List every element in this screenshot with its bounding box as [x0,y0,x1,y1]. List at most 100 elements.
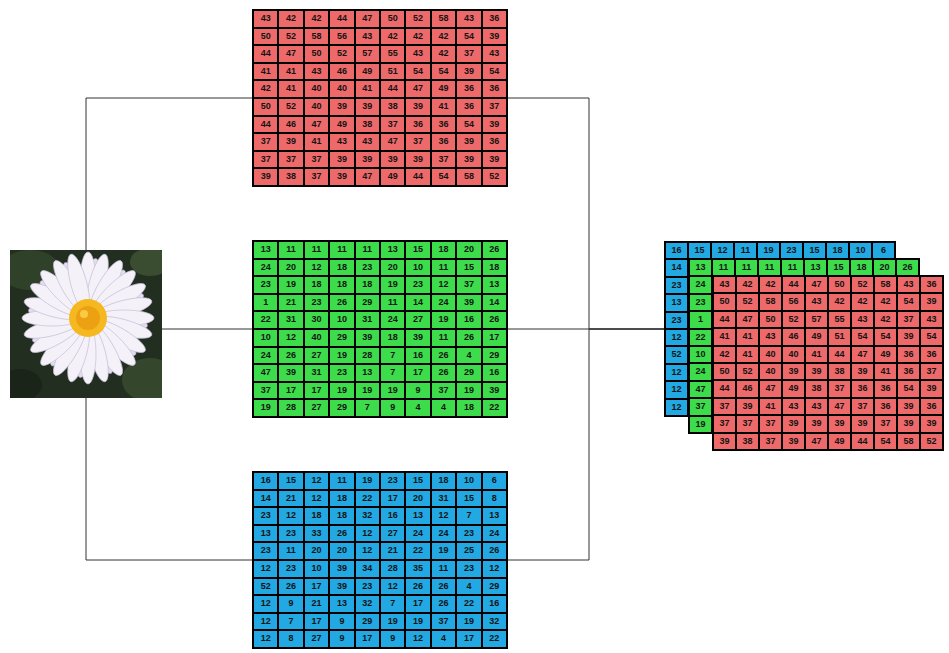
matrix-cell: 22 [355,490,380,508]
matrix-cell: 38 [278,168,303,186]
matrix-cell: 12 [380,578,405,596]
matrix-cell: 14 [665,259,688,276]
matrix-cell: 7 [380,347,405,365]
matrix-cell: 11 [380,294,405,312]
matrix-cell: 54 [920,328,943,345]
matrix-cell: 37 [713,415,736,432]
matrix-cell: 54 [456,116,481,134]
matrix-cell: 13 [355,364,380,382]
matrix-cell: 43 [805,398,828,415]
matrix-cell: 33 [304,525,329,543]
matrix-cell: 47 [278,45,303,63]
matrix-cell: 37 [759,415,782,432]
matrix-cell: 4 [431,630,456,648]
matrix-cell: 25 [456,542,481,560]
matrix-cell: 42 [874,311,897,328]
matrix-cell: 50 [304,45,329,63]
matrix-cell: 42 [304,10,329,28]
matrix-cell: 13 [329,595,354,613]
matrix-cell: 37 [759,433,782,450]
matrix-cell: 42 [759,276,782,293]
matrix-cell: 26 [278,578,303,596]
matrix-cell: 47 [851,346,874,363]
matrix-cell: 54 [431,168,456,186]
split-lines [86,98,253,560]
matrix-cell: 19 [355,382,380,400]
matrix-cell: 16 [253,472,278,490]
matrix-cell: 41 [278,80,303,98]
matrix-cell: 22 [689,329,712,346]
matrix-cell: 39 [456,151,481,169]
matrix-cell: 56 [782,293,805,310]
matrix-cell: 19 [380,613,405,631]
matrix-cell: 29 [456,364,481,382]
matrix-cell: 37 [689,398,712,415]
matrix-cell: 11 [712,259,735,276]
matrix-cell: 15 [405,472,430,490]
matrix-cell: 39 [329,151,354,169]
matrix-cell: 22 [456,595,481,613]
matrix-cell: 36 [874,380,897,397]
matrix-cell: 23 [405,276,430,294]
connector-line [508,329,664,560]
matrix-cell: 47 [355,168,380,186]
matrix-cell: 18 [482,259,507,277]
matrix-cell: 13 [482,507,507,525]
matrix-cell: 7 [456,507,481,525]
matrix-cell: 36 [431,133,456,151]
matrix-cell: 47 [304,116,329,134]
matrix-cell: 12 [355,525,380,543]
matrix-cell: 54 [897,380,920,397]
matrix-cell: 49 [355,63,380,81]
matrix-cell: 43 [253,10,278,28]
matrix-cell: 44 [253,116,278,134]
matrix-cell: 40 [304,329,329,347]
matrix-cell: 6 [872,242,895,259]
matrix-cell: 10 [329,311,354,329]
matrix-cell: 17 [304,578,329,596]
matrix-cell: 13 [482,276,507,294]
matrix-cell: 36 [456,98,481,116]
matrix-cell: 43 [713,276,736,293]
matrix-cell: 40 [759,346,782,363]
matrix-cell: 29 [482,347,507,365]
matrix-cell: 26 [278,347,303,365]
matrix-cell: 55 [828,311,851,328]
matrix-cell: 24 [431,525,456,543]
matrix-cell: 42 [278,10,303,28]
matrix-cell: 38 [355,116,380,134]
matrix-cell: 44 [405,168,430,186]
matrix-cell: 49 [431,80,456,98]
red-channel-matrix: 4342424447505258433650525856434242425439… [253,10,507,186]
matrix-cell: 12 [304,472,329,490]
matrix-cell: 39 [355,151,380,169]
matrix-cell: 19 [757,242,780,259]
matrix-cell: 9 [405,382,430,400]
matrix-cell: 11 [278,241,303,259]
matrix-cell: 36 [482,80,507,98]
matrix-cell: 41 [278,63,303,81]
matrix-cell: 12 [665,329,688,346]
matrix-cell: 21 [304,595,329,613]
matrix-cell: 27 [304,347,329,365]
matrix-cell: 39 [897,328,920,345]
matrix-cell: 14 [482,294,507,312]
matrix-cell: 58 [431,10,456,28]
matrix-cell: 23 [304,294,329,312]
matrix-cell: 12 [405,630,430,648]
matrix-cell: 52 [482,168,507,186]
matrix-cell: 39 [782,433,805,450]
matrix-cell: 51 [380,63,405,81]
matrix-cell: 11 [431,329,456,347]
matrix-cell: 11 [734,242,757,259]
matrix-cell: 19 [431,542,456,560]
matrix-cell: 24 [380,311,405,329]
matrix-cell: 43 [805,293,828,310]
matrix-cell: 28 [380,560,405,578]
matrix-cell: 8 [482,490,507,508]
matrix-cell: 42 [874,293,897,310]
matrix-cell: 19 [405,613,430,631]
matrix-cell: 39 [329,560,354,578]
matrix-cell: 27 [380,525,405,543]
matrix-cell: 39 [329,98,354,116]
